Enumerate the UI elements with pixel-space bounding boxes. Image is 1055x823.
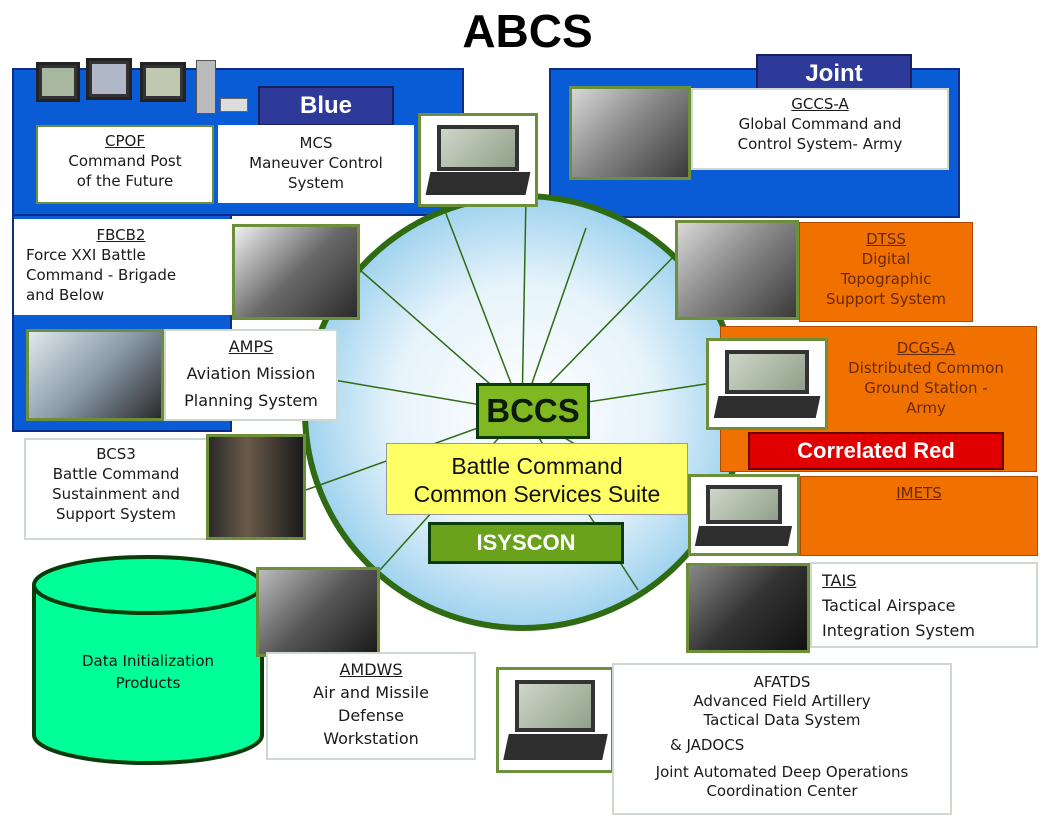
fbcb2-line3: and Below [26, 286, 105, 304]
data-init-text: Data Initialization Products [40, 650, 256, 694]
fbcb2-photo [232, 224, 360, 320]
dtss-name: DTSS [866, 230, 906, 248]
cpof-box: CPOF Command Post of the Future [36, 125, 214, 204]
small-device-icon [220, 98, 248, 112]
blue-header: Blue [258, 86, 394, 126]
mcs-name: MCS [299, 134, 333, 152]
amps-line2: Planning System [184, 391, 318, 410]
afatds-laptop-image [496, 667, 614, 773]
dtss-photo [675, 220, 799, 320]
amdws-name: AMDWS [339, 660, 403, 679]
bcs3-line3: Support System [56, 505, 176, 523]
gccs-box: GCCS-A Global Command and Control System… [691, 88, 949, 170]
suite-box: Battle Command Common Services Suite [386, 443, 688, 515]
dcgs-line2: Ground Station - [864, 379, 988, 397]
afatds-line4: Coordination Center [706, 782, 858, 800]
amdws-line2: Defense [338, 706, 404, 725]
cpof-line2: of the Future [76, 172, 174, 190]
tais-name: TAIS [822, 571, 857, 590]
gccs-line2: Control System- Army [737, 135, 903, 153]
bcs3-line1: Battle Command [52, 465, 180, 483]
fbcb2-line2: Command - Brigade [26, 266, 177, 284]
gccs-line1: Global Command and [738, 115, 902, 133]
gccs-name: GCCS-A [791, 95, 849, 113]
amdws-box: AMDWS Air and Missile Defense Workstatio… [266, 652, 476, 760]
imets-name: IMETS [896, 484, 942, 502]
dtss-box: DTSS Digital Topographic Support System [799, 222, 973, 322]
joint-header: Joint [756, 54, 912, 94]
data-init-line1: Data Initialization [81, 652, 215, 670]
mcs-line2: System [288, 174, 344, 192]
cpof-computers-image [36, 58, 222, 124]
bcs3-photo [206, 434, 306, 540]
imets-box: IMETS [800, 476, 1038, 556]
bcs3-line2: Sustainment and [52, 485, 180, 503]
afatds-box: AFATDS Advanced Field Artillery Tactical… [612, 663, 952, 815]
afatds-name: AFATDS [753, 673, 811, 691]
tais-line2: Integration System [822, 621, 975, 640]
dtss-line1: Digital [861, 250, 911, 268]
dtss-line2: Topographic [840, 270, 932, 288]
tais-box: TAIS Tactical Airspace Integration Syste… [810, 562, 1038, 648]
data-init-cylinder [32, 555, 264, 765]
correlated-red-label: Correlated Red [748, 432, 1004, 470]
dcgs-line1: Distributed Common [848, 359, 1004, 377]
afatds-line3: Joint Automated Deep Operations [655, 763, 909, 781]
suite-line2: Common Services Suite [413, 481, 661, 507]
suite-line1: Battle Command [451, 453, 623, 479]
fbcb2-box: FBCB2 Force XXI Battle Command - Brigade… [14, 219, 240, 315]
afatds-line2: Tactical Data System [703, 711, 861, 729]
amps-photo [26, 329, 164, 421]
cpof-line1: Command Post [68, 152, 182, 170]
cpof-name: CPOF [105, 132, 145, 150]
imets-laptop-image [688, 474, 800, 556]
amps-name: AMPS [228, 337, 274, 356]
amps-line1: Aviation Mission [186, 364, 316, 383]
mcs-box: MCS Maneuver Control System [218, 125, 414, 203]
jadocs-name: & JADOCS [670, 736, 745, 754]
afatds-line1: Advanced Field Artillery [693, 692, 871, 710]
dcgs-name: DCGS-A [896, 339, 956, 357]
diagram-title: ABCS [462, 5, 593, 57]
tais-line1: Tactical Airspace [822, 596, 956, 615]
bcs3-box: BCS3 Battle Command Sustainment and Supp… [24, 438, 208, 540]
mcs-laptop-image [418, 113, 538, 207]
dcgs-line3: Army [906, 399, 946, 417]
tais-photo [686, 563, 810, 653]
dcgs-laptop-image [706, 338, 828, 430]
dcgs-text: DCGS-A Distributed Common Ground Station… [826, 338, 1026, 418]
dtss-line3: Support System [826, 290, 946, 308]
isyscon-label: ISYSCON [428, 522, 624, 564]
amdws-line1: Air and Missile [313, 683, 429, 702]
bcs3-name: BCS3 [96, 445, 136, 463]
mcs-line1: Maneuver Control [249, 154, 383, 172]
amdws-line3: Workstation [323, 729, 419, 748]
bccs-label: BCCS [476, 383, 590, 439]
fbcb2-line1: Force XXI Battle [26, 246, 146, 264]
amdws-photo [256, 567, 380, 657]
data-init-line2: Products [115, 674, 181, 692]
gccs-photo [569, 86, 691, 180]
amps-box: AMPS Aviation Mission Planning System [164, 329, 338, 421]
fbcb2-name: FBCB2 [96, 226, 146, 244]
